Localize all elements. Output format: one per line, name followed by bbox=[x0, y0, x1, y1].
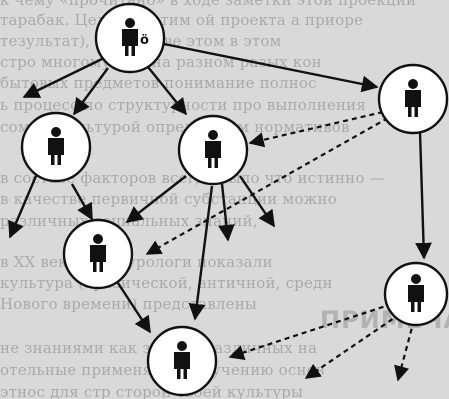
background-text-line: к чему «прочитано» в ходе заметки этой п… bbox=[0, 0, 417, 9]
node-n7 bbox=[383, 261, 449, 327]
person-icon bbox=[122, 18, 138, 56]
background-text-line: этнос для стр сторон своей культуры bbox=[0, 383, 304, 399]
edge-n7-n6 bbox=[228, 302, 393, 361]
edge-n5-n6 bbox=[116, 282, 152, 334]
node-n5 bbox=[62, 218, 134, 290]
node-n1: ö bbox=[94, 2, 166, 74]
node-n4 bbox=[377, 63, 449, 135]
edge-layer bbox=[8, 42, 432, 382]
edge-n3-n6 bbox=[188, 185, 214, 321]
edge-n3-n5 bbox=[125, 175, 187, 224]
background-text-line: бытовых предметов понимание полнос bbox=[0, 74, 317, 92]
node-n1-label: ö bbox=[140, 33, 149, 48]
edge-n7-offbottom-2 bbox=[394, 319, 416, 382]
edge-n1-offleft bbox=[22, 56, 105, 99]
edge-n1-n2 bbox=[73, 67, 109, 116]
person-icon bbox=[174, 341, 190, 379]
node-n3 bbox=[177, 114, 249, 186]
edge-n7-offbottom-1 bbox=[304, 313, 401, 379]
node-n2 bbox=[20, 111, 92, 183]
node-layer: ö bbox=[20, 2, 449, 397]
edge-n4-n7 bbox=[415, 131, 432, 260]
person-icon bbox=[405, 79, 421, 117]
edge-n4-n3 bbox=[248, 110, 384, 148]
background-text-line: тарабак. Цели отметим ой проекта а приор… bbox=[0, 11, 364, 29]
person-icon bbox=[48, 127, 64, 165]
person-icon bbox=[90, 234, 106, 272]
edge-n1-n3 bbox=[147, 66, 188, 116]
edge-n2-n5 bbox=[70, 183, 94, 221]
edge-n4-n5 bbox=[145, 117, 389, 255]
node-n6 bbox=[146, 325, 218, 397]
edge-n3-offbottom-2 bbox=[239, 175, 275, 228]
background-text-line: стро многому пом на разном разых кон bbox=[0, 53, 322, 71]
edge-n1-n4 bbox=[163, 42, 379, 93]
person-icon bbox=[408, 274, 424, 312]
edge-n2-offleft bbox=[8, 175, 38, 239]
person-icon bbox=[205, 130, 221, 168]
edge-n3-offbottom-1 bbox=[218, 183, 235, 242]
